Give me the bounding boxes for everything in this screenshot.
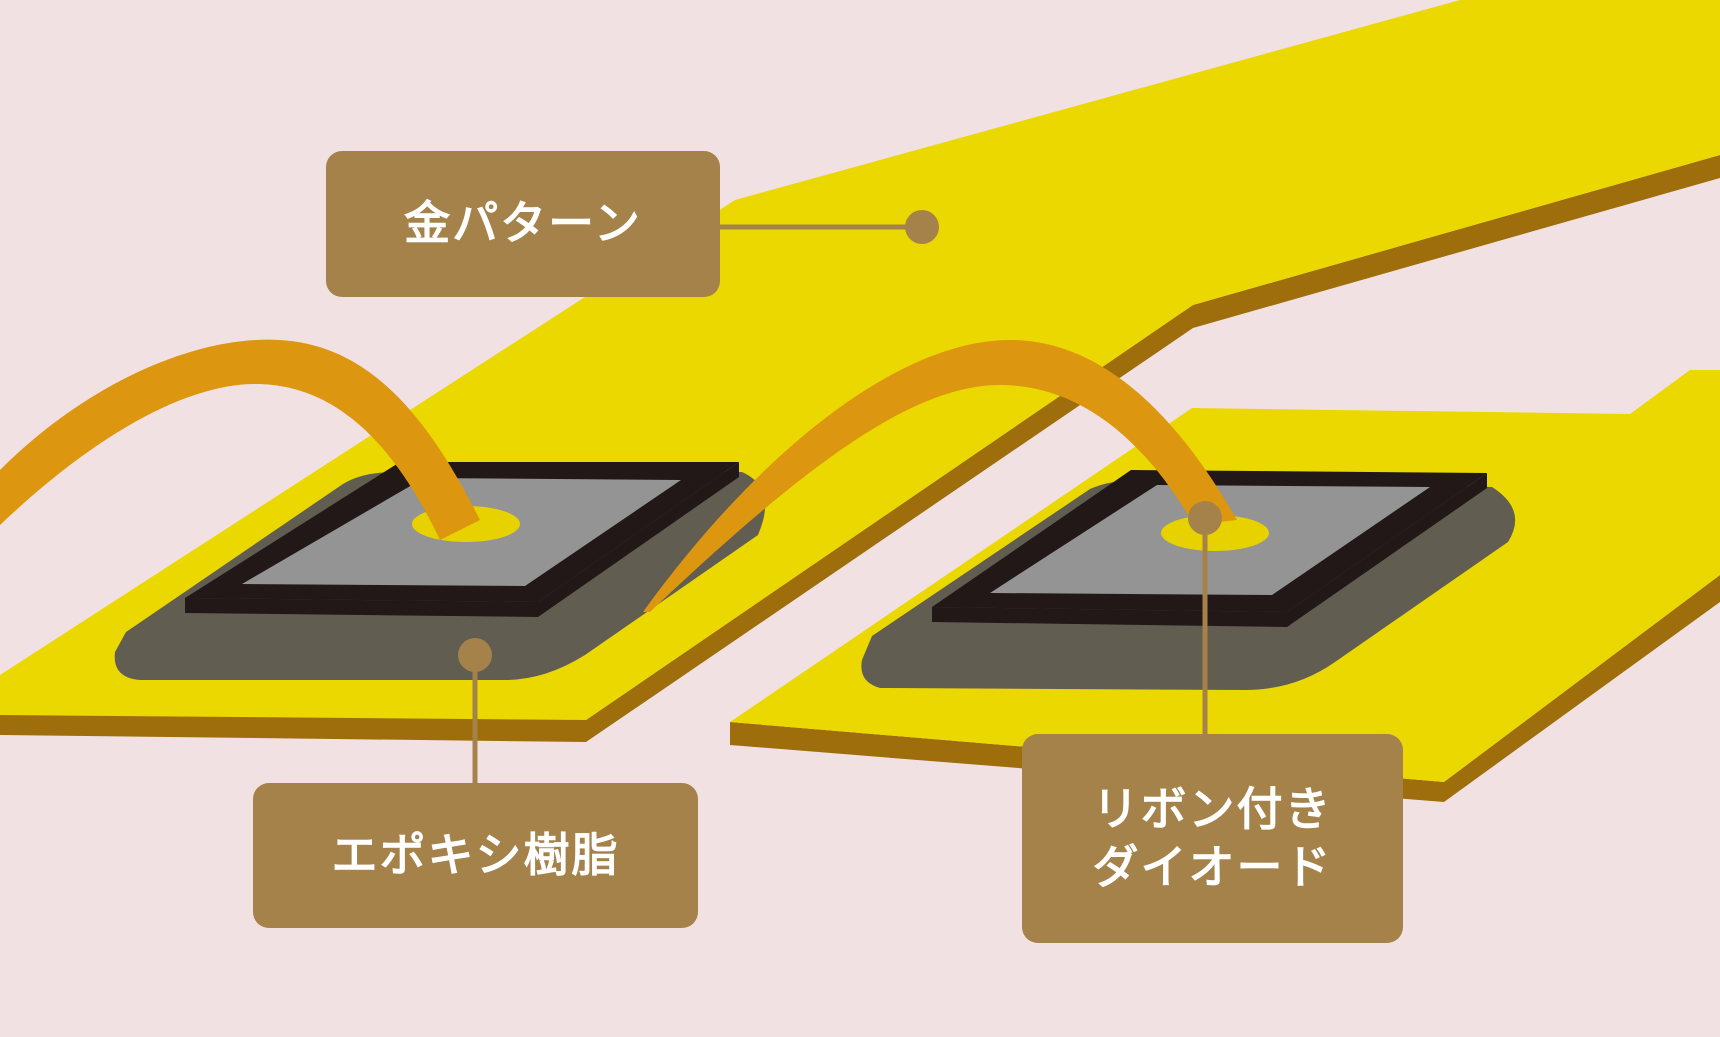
ribbon-left [0, 339, 480, 540]
ribbon-left-strip [0, 339, 480, 540]
label-ribbon-diode-lines: リボン付き ダイオード [1093, 781, 1333, 896]
leader-dot-gold-pattern [905, 210, 939, 244]
ribbon-right [643, 340, 1237, 612]
bond-pad-right [1161, 515, 1269, 551]
label-gold-pattern: 金パターン [326, 151, 720, 297]
label-ribbon-diode: リボン付き ダイオード [1022, 734, 1403, 943]
leader-ribbon-diode [1188, 501, 1222, 734]
label-epoxy-resin: エポキシ樹脂 [253, 783, 698, 928]
diode-right [861, 470, 1516, 690]
label-epoxy-resin-text: エポキシ樹脂 [331, 827, 620, 882]
label-ribbon-diode-line2: ダイオード [1092, 839, 1333, 894]
chip-frame-right-side [932, 473, 1487, 627]
leader-epoxy-resin [458, 638, 492, 783]
gold-pattern-upper-side [0, 155, 1720, 742]
label-ribbon-diode-line1: リボン付き [1092, 782, 1333, 836]
leader-gold-pattern [720, 210, 939, 244]
leader-dot-ribbon-diode [1188, 501, 1222, 535]
gold-pattern-lower-side [730, 575, 1720, 802]
leader-dot-epoxy-resin [458, 638, 492, 672]
ribbon-right-strip [643, 340, 1237, 612]
label-gold-pattern-text: 金パターン [404, 196, 642, 251]
chip-frame-left-side [185, 462, 739, 617]
